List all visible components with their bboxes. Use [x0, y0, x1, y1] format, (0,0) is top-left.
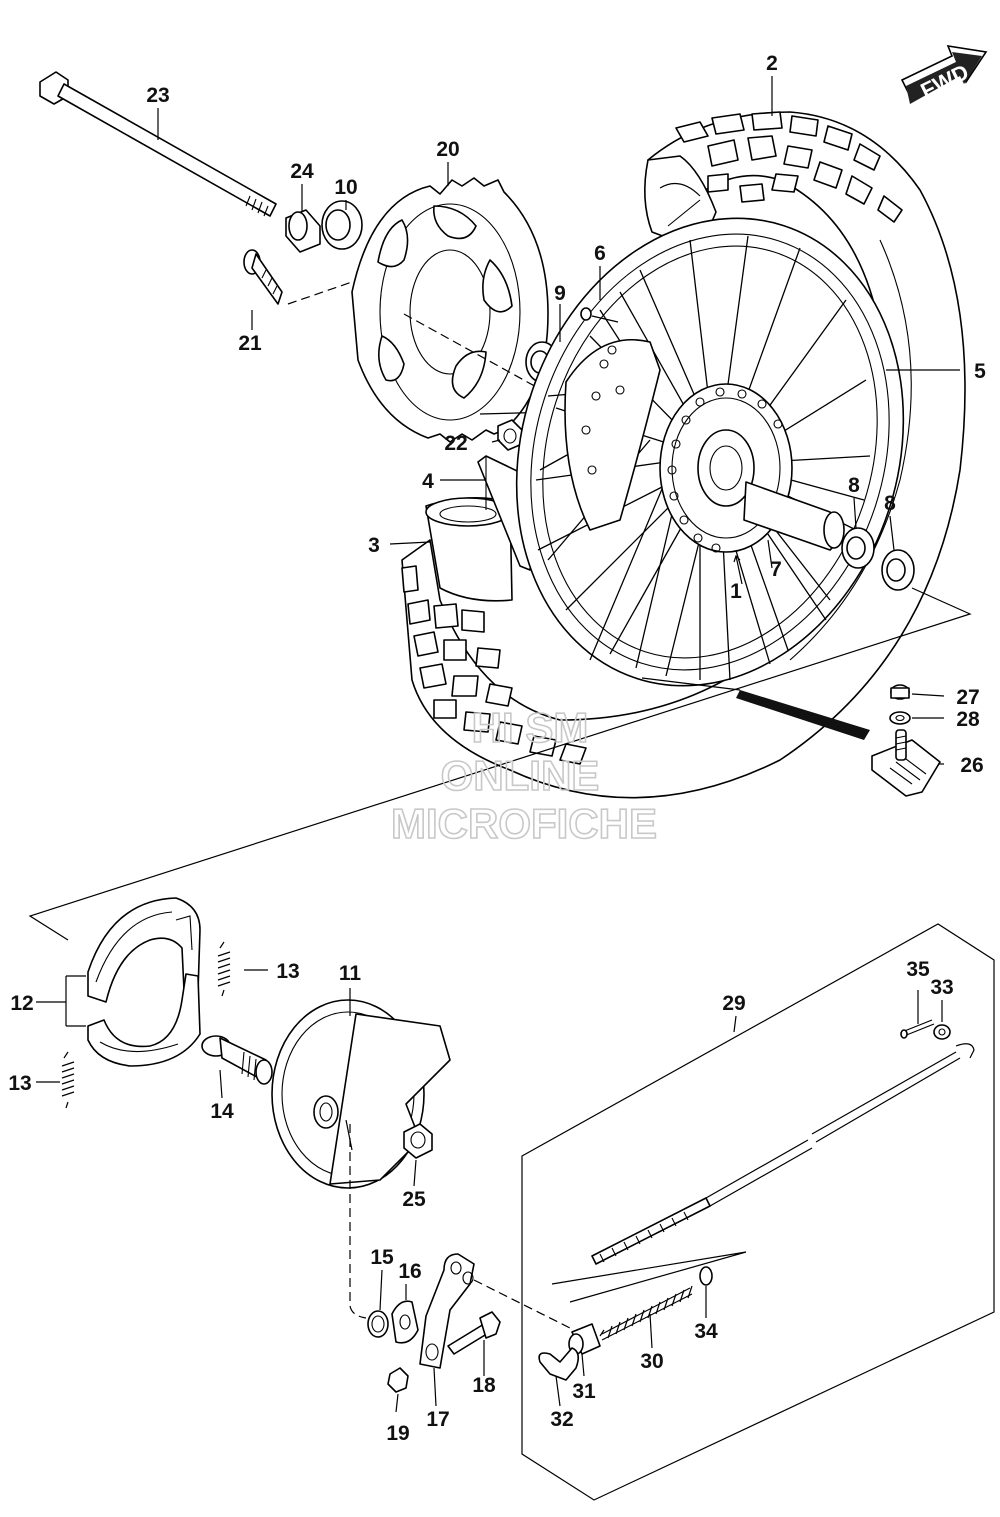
- spoke-nipple: [580, 307, 619, 323]
- callout-8-inner: 8: [848, 474, 860, 497]
- rear-sprocket: [351, 177, 549, 443]
- rod-washer: [933, 1024, 951, 1040]
- watermark: HI SM ONLINE MICROFICHE: [390, 703, 658, 848]
- callout-34: 34: [694, 1320, 718, 1343]
- callout-9: 9: [554, 282, 566, 305]
- callout-28: 28: [956, 708, 980, 731]
- rear-tire: [401, 111, 966, 799]
- callout-4: 4: [422, 470, 434, 493]
- shoe-spring-upper: [217, 941, 231, 997]
- callout-13-upper: 13: [276, 960, 299, 983]
- watermark-line-1: HI SM: [472, 704, 589, 751]
- axle-collar: [285, 209, 321, 253]
- watermark-line-2: ONLINE: [441, 752, 600, 799]
- brake-cam: [201, 1035, 273, 1085]
- lever-nut: [387, 1367, 409, 1393]
- brake-panel: [271, 999, 451, 1189]
- rear-axle: [39, 71, 277, 217]
- rim-lock-nut: [890, 684, 910, 700]
- shoe-spring-lower: [61, 1051, 75, 1109]
- callout-27: 27: [956, 686, 979, 709]
- callout-20: 20: [436, 138, 459, 161]
- callout-3: 3: [368, 534, 380, 557]
- callout-14: 14: [210, 1100, 234, 1123]
- callout-30: 30: [640, 1350, 663, 1373]
- brake-cam-lever: [419, 1253, 475, 1369]
- brake-shoe-lower: [87, 973, 201, 1067]
- callout-5: 5: [974, 360, 986, 383]
- brake-rod: [591, 1043, 975, 1265]
- brake-adjuster-wing-nut: [538, 1347, 580, 1381]
- hub-bearing-right-inner: [841, 527, 875, 569]
- oil-seal: [321, 200, 363, 250]
- callout-21: 21: [238, 332, 262, 355]
- brake-rod-box: [521, 923, 995, 1501]
- hub-bearing-right-outer: [881, 549, 915, 591]
- leader-lines: [36, 76, 960, 1413]
- callout-18: 18: [472, 1374, 496, 1397]
- callout-6: 6: [594, 242, 606, 265]
- callout-1: 1: [730, 580, 742, 603]
- callout-22: 22: [444, 432, 467, 455]
- rim-lock: [871, 729, 941, 797]
- watermark-line-3: MICROFICHE: [391, 800, 657, 847]
- rim-lock-washer: [889, 711, 911, 725]
- callout-8-outer: 8: [884, 492, 896, 515]
- callout-35: 35: [906, 958, 930, 981]
- callout-29: 29: [722, 992, 745, 1015]
- callout-32: 32: [550, 1408, 573, 1431]
- hub-spacer: [743, 481, 845, 551]
- callout-24: 24: [290, 160, 314, 183]
- wear-indicator: [391, 1300, 419, 1344]
- spring-washer: [699, 1266, 713, 1286]
- callout-7: 7: [770, 558, 782, 581]
- sprocket-nut: [497, 419, 523, 451]
- callout-12: 12: [10, 992, 33, 1015]
- brake-shoe-upper: [87, 897, 201, 1003]
- rod-pin: [900, 1019, 935, 1039]
- callout-26: 26: [960, 754, 983, 777]
- fwd-direction-badge: FWD: [900, 44, 988, 104]
- part-callouts: 1 2 3 4 5 6 7 8 8 9 10 11 12 13 13 14 15…: [8, 52, 986, 1445]
- brake-panel-nut: [403, 1123, 433, 1159]
- rim-lock-pointer: [736, 690, 870, 740]
- callout-13-lower: 13: [8, 1072, 31, 1095]
- callout-10: 10: [334, 176, 357, 199]
- callout-33: 33: [930, 976, 953, 999]
- callout-25: 25: [402, 1188, 426, 1211]
- callout-15: 15: [370, 1246, 394, 1269]
- callout-17: 17: [426, 1408, 449, 1431]
- sprocket-bolt: [243, 249, 283, 305]
- callout-19: 19: [386, 1422, 409, 1445]
- callout-31: 31: [572, 1380, 596, 1403]
- brake-rod-spring: [599, 1285, 693, 1341]
- callout-16: 16: [398, 1260, 421, 1283]
- callout-23: 23: [146, 84, 169, 107]
- cam-o-ring: [367, 1310, 389, 1338]
- lever-bolt: [447, 1311, 501, 1355]
- callout-11: 11: [339, 962, 362, 985]
- callout-2: 2: [766, 52, 778, 75]
